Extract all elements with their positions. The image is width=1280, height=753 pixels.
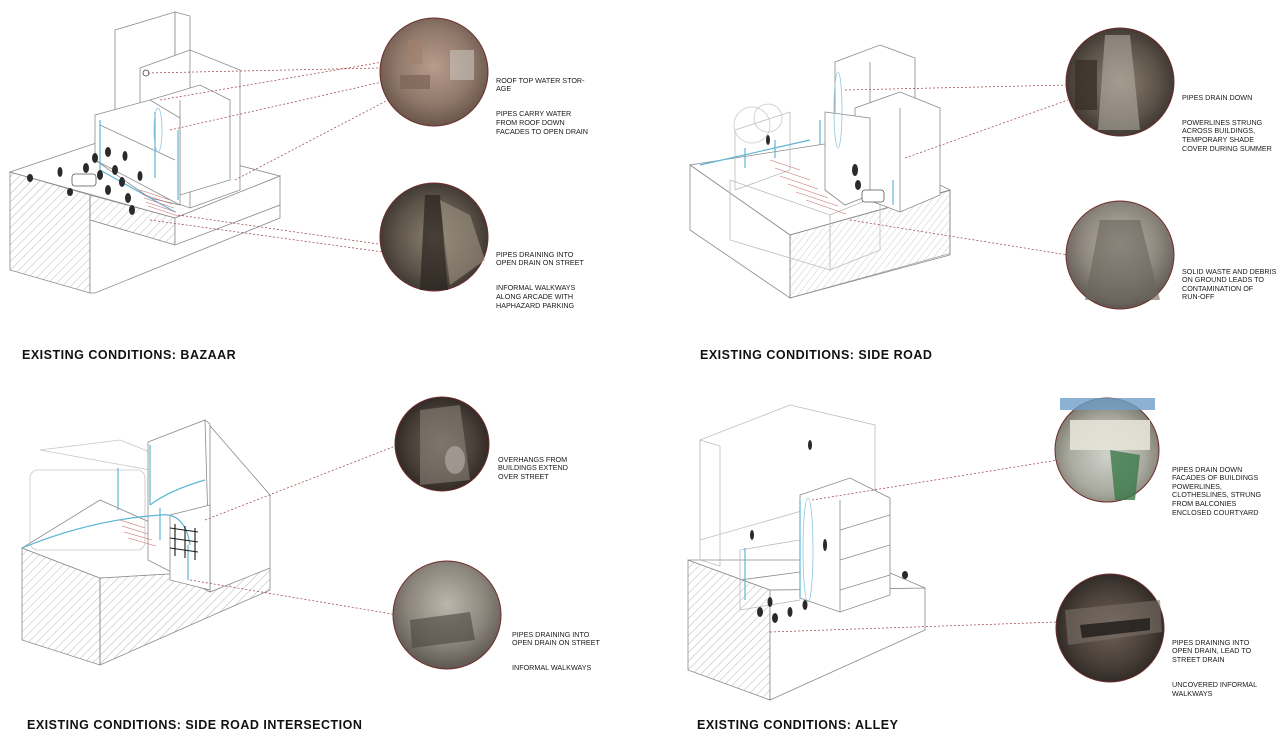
side-road-drain	[769, 159, 847, 215]
photo-alley-facades	[1054, 397, 1160, 503]
side-road-people	[766, 135, 861, 190]
note-powerlines-shade: POWERLINES STRUNG ACROSS BUILDINGS, TEMP…	[1182, 117, 1272, 153]
bazaar-drain	[139, 189, 179, 217]
side-road-car	[861, 189, 885, 203]
note-uncovered-walkways: UNCOVERED INFORMAL WALKWAYS	[1172, 679, 1258, 698]
side-road-drawing	[688, 44, 952, 299]
photo-side-road-pipes	[1065, 27, 1175, 137]
note-alley-upper: PIPES DRAIN DOWN FACADES OF BUILDINGS PO…	[1172, 457, 1277, 534]
photo-open-drain-street	[379, 182, 489, 292]
note-bazaar-lower: PIPES DRAINING INTO OPEN DRAIN ON STREET…	[496, 242, 606, 327]
title-side-road: EXISTING CONDITIONS: SIDE ROAD	[700, 348, 933, 362]
note-pipes-draining-street: PIPES DRAINING INTO OPEN DRAIN ON STREET	[496, 249, 584, 268]
intersection-pipes	[21, 445, 206, 580]
note-alley-facades: PIPES DRAIN DOWN FACADES OF BUILDINGS PO…	[1172, 464, 1262, 517]
note-alley-street-drain: PIPES DRAINING INTO OPEN DRAIN, LEAD TO …	[1172, 637, 1252, 664]
note-side-road-lower: SOLID WASTE AND DEBRIS ON GROUND LEADS T…	[1182, 259, 1280, 319]
title-side-road-intersection: EXISTING CONDITIONS: SIDE ROAD INTERSECT…	[27, 718, 363, 732]
alley-pipes	[744, 497, 814, 603]
note-roof-water-storage: ROOF TOP WATER STOR- AGE	[496, 75, 585, 94]
photo-intersection-drain	[392, 560, 502, 670]
alley-drawing	[687, 404, 926, 701]
note-intersection-lower: PIPES DRAINING INTO OPEN DRAIN ON STREET…	[512, 622, 622, 690]
alley-leaders	[769, 459, 1059, 633]
photo-alley-drain	[1055, 573, 1165, 683]
side-road-pipes	[699, 71, 894, 205]
note-alley-lower: PIPES DRAINING INTO OPEN DRAIN, LEAD TO …	[1172, 630, 1277, 715]
title-bazaar: EXISTING CONDITIONS: BAZAAR	[22, 348, 237, 362]
photo-solid-waste	[1065, 200, 1175, 310]
photo-roof-water-storage	[379, 17, 489, 127]
note-intersection-upper: OVERHANGS FROM BUILDINGS EXTEND OVER STR…	[498, 447, 608, 498]
alley-people	[750, 440, 908, 623]
photo-overhangs	[394, 396, 490, 492]
note-informal-walkways-arcade: INFORMAL WALKWAYS ALONG ARCADE WITH HAPH…	[496, 283, 576, 310]
note-solid-waste: SOLID WASTE AND DEBRIS ON GROUND LEADS T…	[1182, 266, 1277, 302]
bazaar-pipes	[99, 107, 179, 213]
bazaar-people	[27, 147, 143, 215]
note-bazaar-upper: ROOF TOP WATER STOR- AGE PIPES CARRY WAT…	[496, 68, 606, 153]
note-overhangs: OVERHANGS FROM BUILDINGS EXTEND OVER STR…	[498, 454, 568, 481]
note-informal-walkways: INFORMAL WALKWAYS	[512, 663, 592, 673]
note-side-road-upper: PIPES DRAIN DOWN POWERLINES STRUNG ACROS…	[1182, 85, 1280, 170]
bazaar-leaders	[147, 61, 389, 253]
side-road-leaders	[844, 84, 1069, 256]
intersection-grid	[169, 524, 199, 560]
bazaar-drawing	[8, 11, 282, 294]
note-pipes-carry-water: PIPES CARRY WATER FROM ROOF DOWN FACADES…	[496, 109, 588, 136]
note-pipes-drain-down: PIPES DRAIN DOWN	[1182, 92, 1253, 102]
intersection-drawing	[21, 419, 271, 666]
bazaar-car	[71, 173, 97, 187]
intersection-drain	[119, 519, 157, 547]
title-alley: EXISTING CONDITIONS: ALLEY	[697, 718, 899, 732]
note-pipes-draining-street-2: PIPES DRAINING INTO OPEN DRAIN ON STREET	[512, 629, 600, 648]
intersection-leaders	[189, 444, 399, 616]
